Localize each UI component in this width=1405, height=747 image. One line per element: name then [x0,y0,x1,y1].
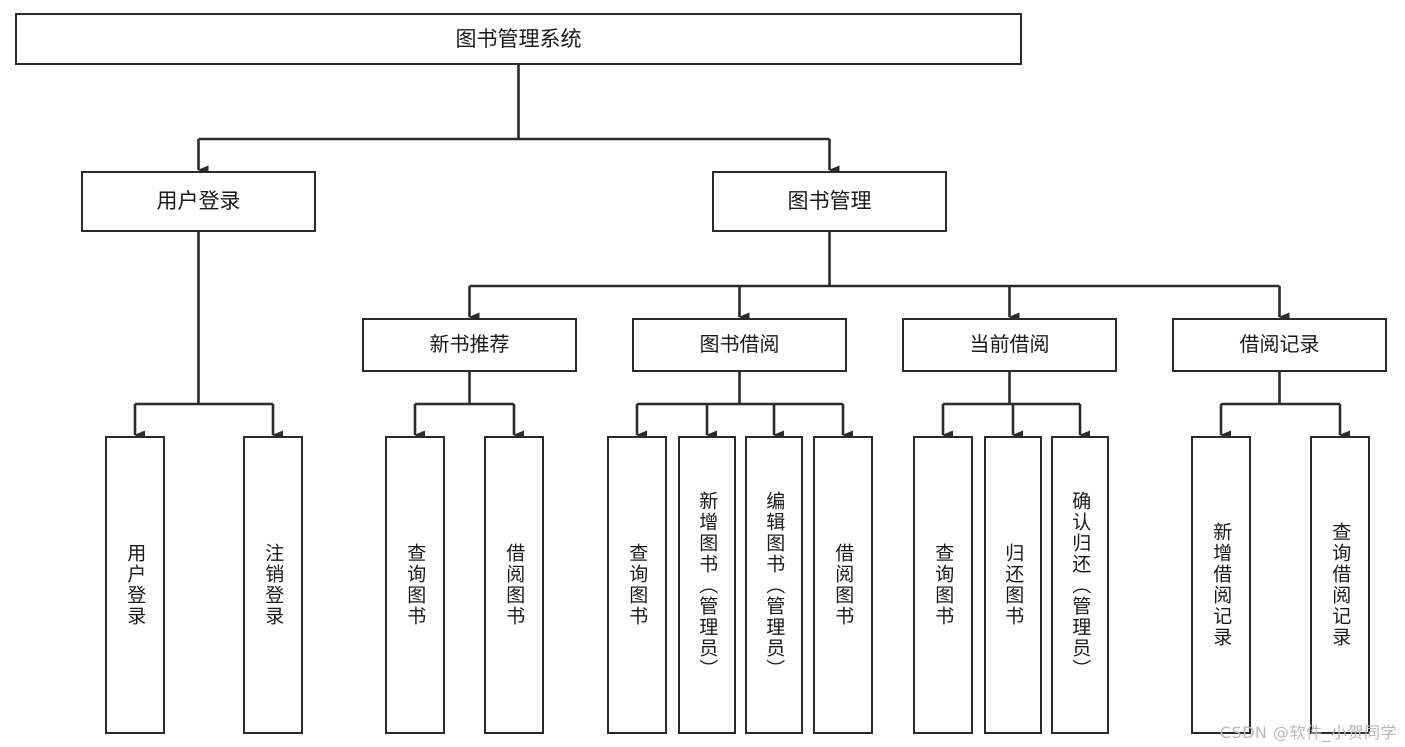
node-leaf-add-book-admin-label: 新增图书（管理员） [696,490,719,680]
node-leaf-query-borrow-record-label: 查询借阅记录 [1329,522,1352,648]
node-root-label: 图书管理系统 [455,26,582,51]
node-leaf-add-borrow-record[interactable]: 新增借阅记录 [1191,436,1251,734]
node-leaf-query-book-3[interactable]: 查询图书 [913,436,973,734]
node-leaf-borrow-book-1[interactable]: 借阅图书 [484,436,544,734]
node-leaf-query-book-1[interactable]: 查询图书 [385,436,445,734]
node-leaf-borrow-book-2[interactable]: 借阅图书 [813,436,873,734]
node-leaf-user-login[interactable]: 用户登录 [105,436,165,734]
node-book-borrow[interactable]: 图书借阅 [632,318,847,372]
node-leaf-query-book-3-label: 查询图书 [932,543,955,627]
node-leaf-logout-login[interactable]: 注销登录 [243,436,303,734]
node-user-login[interactable]: 用户登录 [81,171,316,232]
node-leaf-edit-book-admin-label: 编辑图书（管理员） [763,490,786,680]
node-borrow-record-label: 借阅记录 [1239,332,1320,357]
node-leaf-query-book-2-label: 查询图书 [626,543,649,627]
node-leaf-confirm-return-admin-label: 确认归还（管理员） [1069,490,1092,680]
node-leaf-user-login-label: 用户登录 [124,543,147,627]
node-leaf-edit-book-admin[interactable]: 编辑图书（管理员） [745,436,803,734]
node-user-login-label: 用户登录 [156,189,241,214]
node-leaf-add-book-admin[interactable]: 新增图书（管理员） [678,436,736,734]
node-leaf-logout-login-label: 注销登录 [262,543,285,627]
node-book-manage-label: 图书管理 [787,189,872,214]
node-current-borrow-label: 当前借阅 [969,332,1050,357]
node-leaf-query-borrow-record[interactable]: 查询借阅记录 [1310,436,1370,734]
node-leaf-query-book-1-label: 查询图书 [404,543,427,627]
node-current-borrow[interactable]: 当前借阅 [902,318,1117,372]
node-leaf-borrow-book-2-label: 借阅图书 [832,543,855,627]
node-borrow-record[interactable]: 借阅记录 [1172,318,1387,372]
node-leaf-query-book-2[interactable]: 查询图书 [607,436,667,734]
node-leaf-return-book[interactable]: 归还图书 [984,436,1042,734]
node-new-book-rec[interactable]: 新书推荐 [362,318,577,372]
node-book-borrow-label: 图书借阅 [699,332,780,357]
node-leaf-borrow-book-1-label: 借阅图书 [503,543,526,627]
node-new-book-rec-label: 新书推荐 [429,332,510,357]
node-leaf-add-borrow-record-label: 新增借阅记录 [1210,522,1233,648]
node-book-manage[interactable]: 图书管理 [712,171,947,232]
node-root[interactable]: 图书管理系统 [15,13,1022,65]
node-leaf-confirm-return-admin[interactable]: 确认归还（管理员） [1051,436,1109,734]
node-leaf-return-book-label: 归还图书 [1002,543,1025,627]
csdn-watermark: CSDN @软件_小贺同学 [1219,723,1397,742]
